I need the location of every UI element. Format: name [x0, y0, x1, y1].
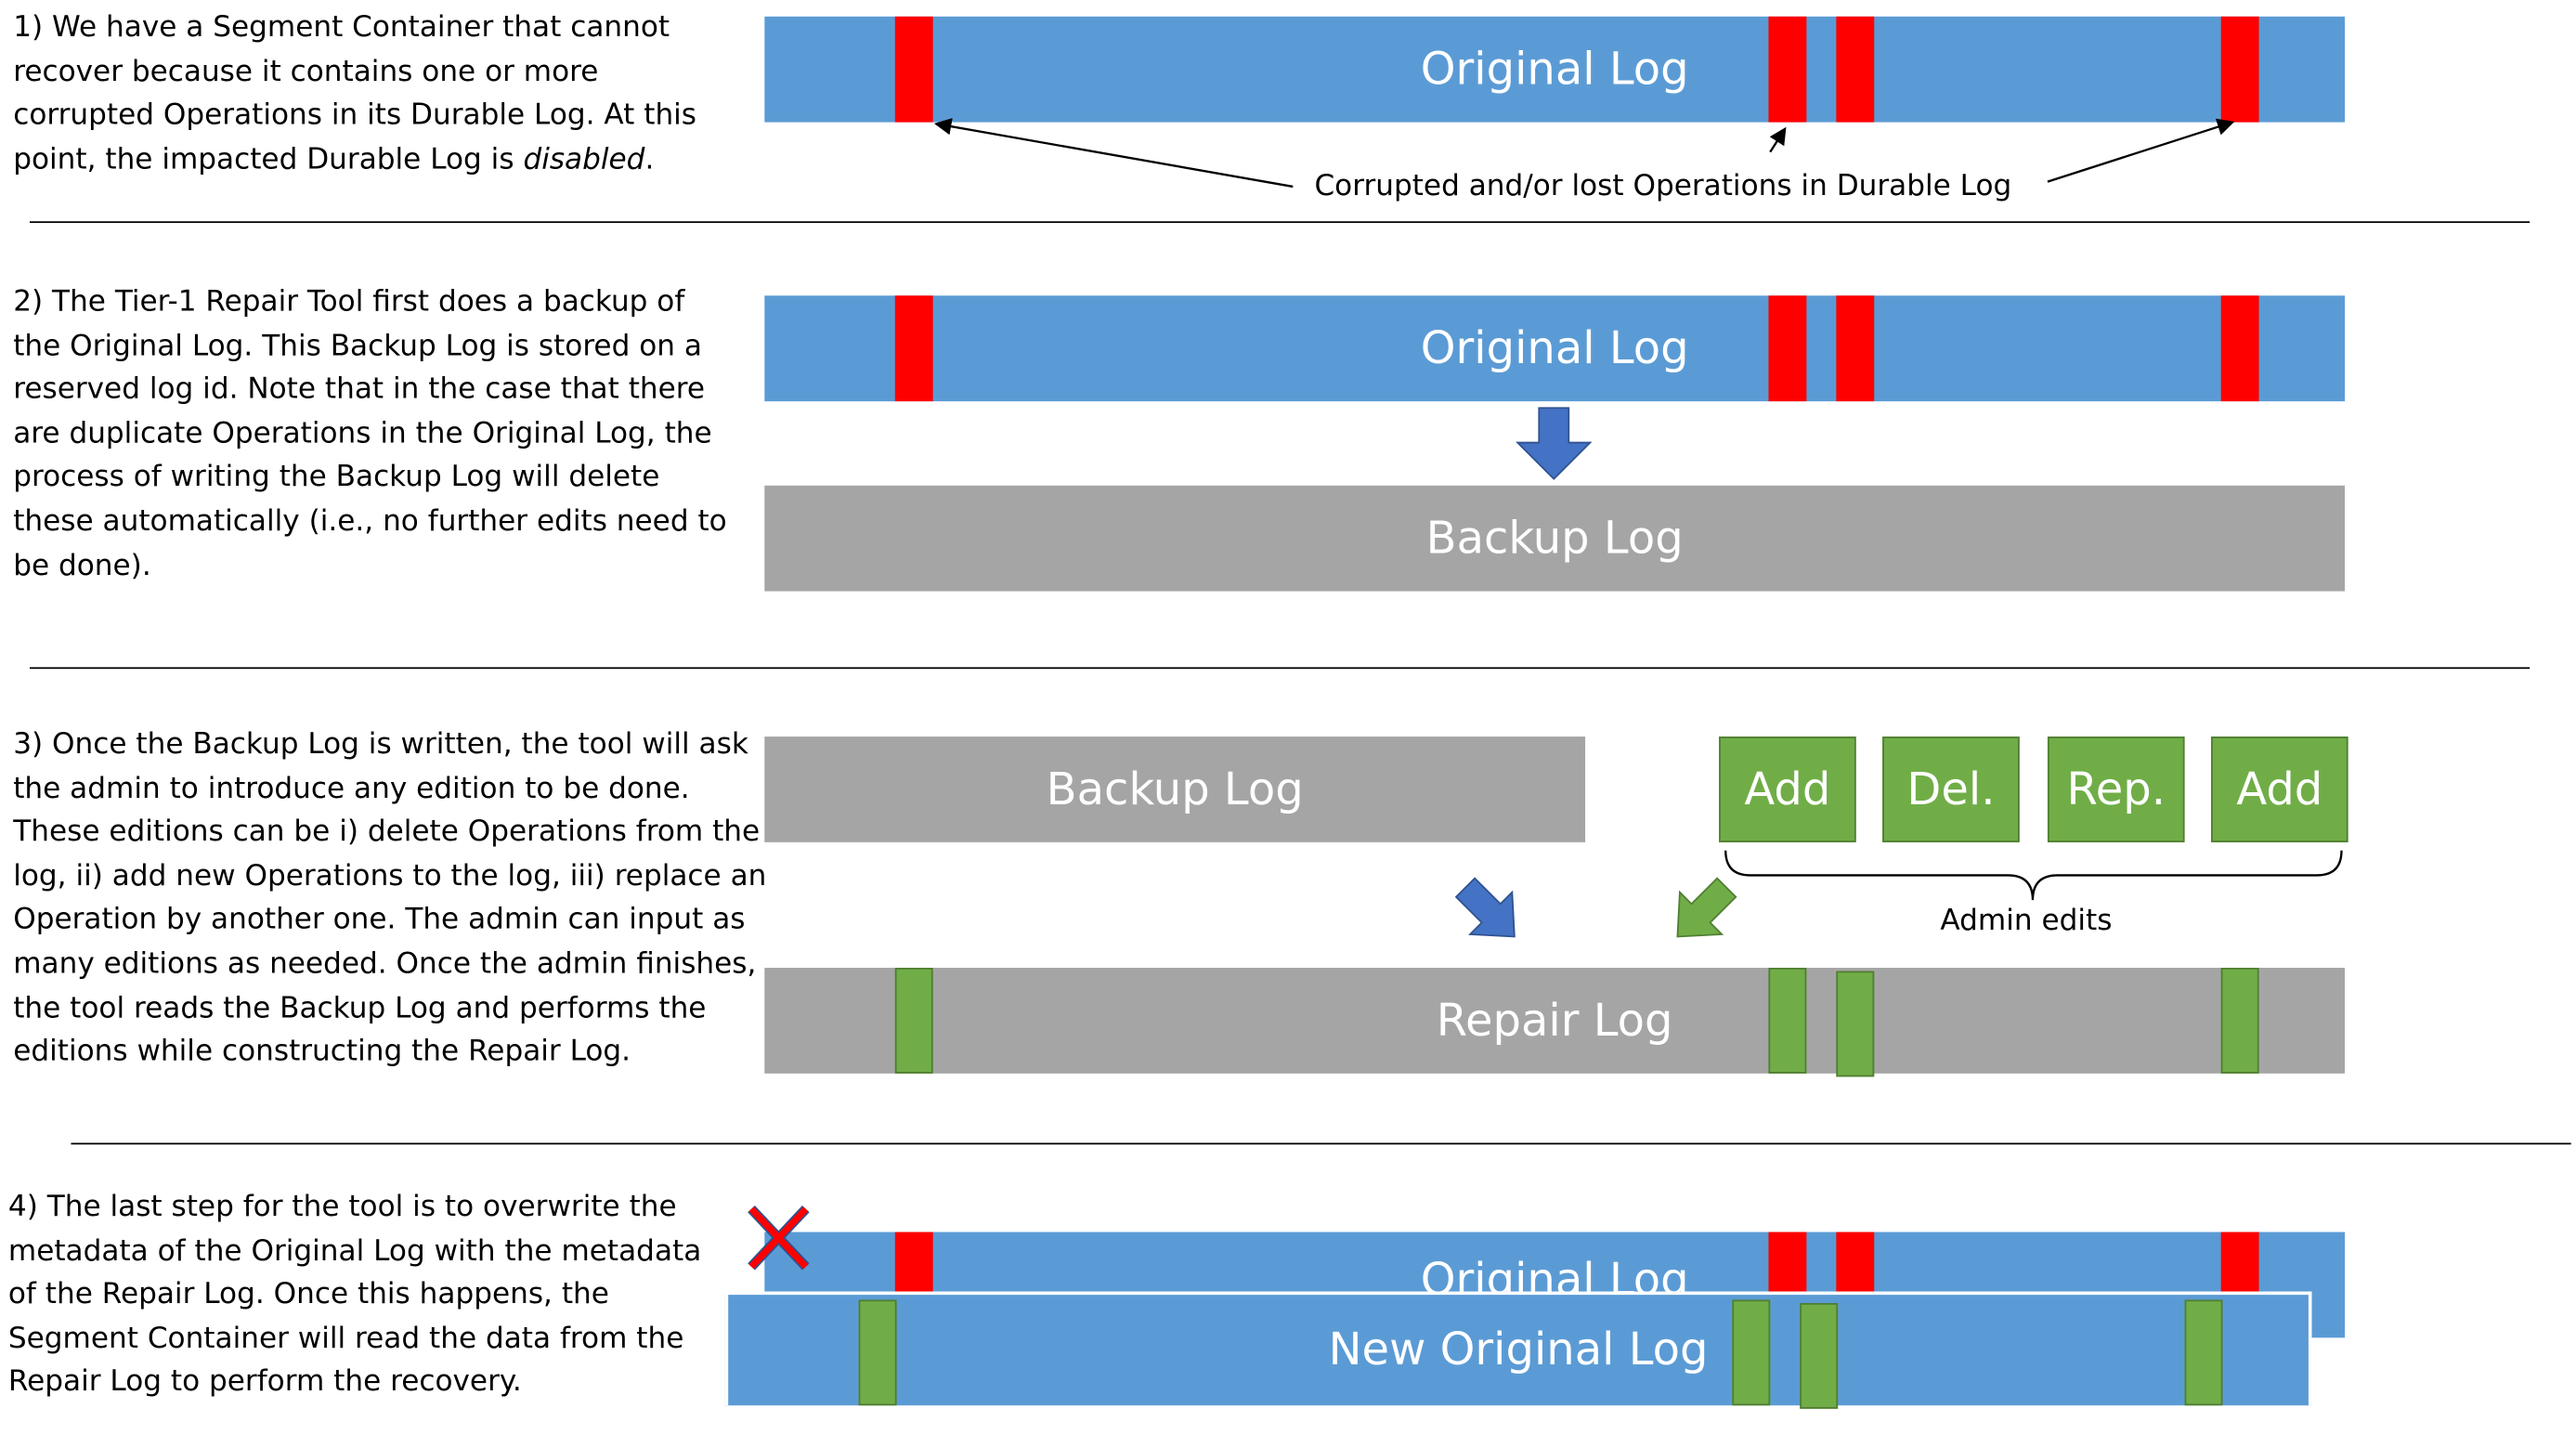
corrupted-op — [894, 16, 933, 123]
edited-op — [894, 968, 933, 1074]
repair-log-bar: Repair Log — [764, 968, 2346, 1077]
backup-log-label: Backup Log — [1046, 763, 1304, 815]
step-4-text: 4) The last step for the tool is to over… — [7, 1191, 702, 1400]
pointer-arrow — [933, 118, 1294, 189]
new-original-log-bar: New Original Log — [724, 1291, 2312, 1409]
original-log-bar-1: Original Log — [764, 16, 2346, 123]
corrupted-op — [2220, 295, 2259, 402]
original-log-label: Original Log — [1420, 44, 1689, 96]
edited-op — [1800, 1302, 1839, 1409]
step-1-tail: . — [644, 143, 655, 176]
divider — [30, 221, 2530, 224]
divider — [71, 1142, 2571, 1145]
repair-log-label: Repair Log — [1436, 995, 1673, 1047]
new-original-log-label: New Original Log — [1328, 1324, 1709, 1376]
backup-log-bar-2: Backup Log — [764, 737, 1586, 842]
edited-op — [2220, 968, 2259, 1074]
edit-add: Add — [1719, 737, 1856, 842]
backup-log-bar: Backup Log — [764, 485, 2346, 592]
edit-add: Add — [2211, 737, 2348, 842]
blue-diagonal-arrow-icon — [1454, 877, 1516, 938]
edited-op — [858, 1299, 897, 1406]
down-arrow-icon — [1516, 407, 1593, 480]
divider — [30, 667, 2530, 670]
step-3-text: 3) Once the Backup Log is written, the t… — [13, 728, 767, 1069]
corrupted-annotation: Corrupted and/or lost Operations in Dura… — [1314, 170, 2012, 203]
edit-replace: Rep. — [2047, 737, 2185, 842]
corrupted-op — [894, 295, 933, 402]
admin-edits-brace — [1724, 850, 2343, 901]
original-log-label: Original Log — [1420, 322, 1689, 374]
edited-op — [1836, 971, 1875, 1077]
pointer-arrow — [2047, 118, 2235, 183]
step-1-text: 1) We have a Segment Container that cann… — [13, 7, 739, 182]
corrupted-op — [1836, 295, 1875, 402]
edit-delete: Del. — [1882, 737, 2020, 842]
step-1-emphasis: disabled — [523, 143, 645, 176]
corrupted-op — [1768, 16, 1807, 123]
step-1-body: 1) We have a Segment Container that cann… — [13, 11, 697, 176]
corrupted-op — [1836, 16, 1875, 123]
pointer-arrow — [1769, 126, 1787, 153]
edited-op — [1768, 968, 1807, 1074]
edited-op — [1732, 1299, 1771, 1406]
corrupted-op — [2220, 16, 2259, 123]
step-2-text: 2) The Tier-1 Repair Tool first does a b… — [13, 285, 727, 582]
corrupted-op — [1768, 295, 1807, 402]
edited-op — [2184, 1299, 2223, 1406]
backup-log-label: Backup Log — [1425, 513, 1684, 565]
green-diagonal-arrow-icon — [1676, 877, 1737, 938]
admin-edits-label: Admin edits — [1940, 905, 2113, 939]
original-log-bar-2: Original Log — [764, 295, 2346, 402]
